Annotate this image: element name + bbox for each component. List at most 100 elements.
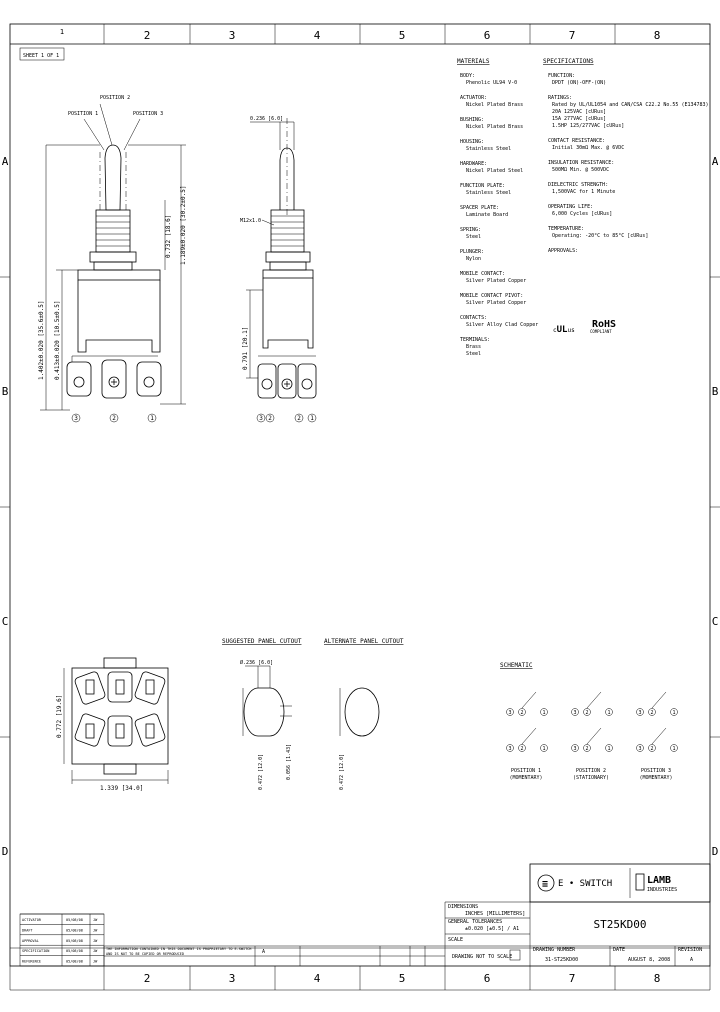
drawing-number: 31-ST25KD00 <box>545 957 578 963</box>
schematic-terminal <box>540 744 548 752</box>
suggested-cutout-heading: SUGGESTED PANEL CUTOUT <box>222 638 302 645</box>
material-label: BUSHING: <box>460 117 484 123</box>
svg-text:E • SWITCH: E • SWITCH <box>558 879 612 889</box>
schematic-terminal-number: 2 <box>520 746 523 752</box>
svg-text:6: 6 <box>484 972 491 985</box>
spec-label: DIELECTRIC STRENGTH: <box>548 182 608 188</box>
material-value: Nickel Plated Brass <box>466 124 523 130</box>
spec-label: TEMPERATURE: <box>548 226 584 232</box>
svg-text:B: B <box>2 385 9 398</box>
material-label: SPACER PLATE: <box>460 205 499 211</box>
svg-text:GENERAL TOLERANCES: GENERAL TOLERANCES <box>448 919 502 925</box>
sign-date: 05/08/08 <box>66 939 83 943</box>
actuator-dia: 0.236 [6.0] <box>250 116 283 122</box>
dim-body-height: 0.413±0.020 [10.5±0.5] <box>54 301 61 380</box>
terminal-number: 1 <box>150 415 154 422</box>
spec-value: 20A 125VAC [cURus] <box>552 109 606 115</box>
schematic-lever <box>651 691 667 709</box>
schematic-terminal-number: 3 <box>573 746 576 752</box>
material-label: ACTUATOR: <box>460 95 487 101</box>
sign-date: 05/08/08 <box>66 928 83 932</box>
schematic-terminal <box>571 744 579 752</box>
schematic-terminal <box>506 744 514 752</box>
sign-initials: JW <box>93 949 98 953</box>
schematic-terminal-number: 3 <box>638 746 641 752</box>
schematic-terminal-number: 3 <box>508 710 511 716</box>
proprietary-notice: THE INFORMATION CONTAINED IN THIS DOCUME… <box>106 947 252 956</box>
schematic-position-label: POSITION 1(MOMENTARY) <box>509 768 542 781</box>
material-label: HOUSING: <box>460 139 484 145</box>
material-value: Silver Alloy Clad Copper <box>466 322 538 328</box>
material-value: Silver Plated Copper <box>466 278 526 284</box>
svg-text:4: 4 <box>314 972 321 985</box>
svg-text:DRAWING NUMBER: DRAWING NUMBER <box>533 947 576 953</box>
schematic-terminal-number: 1 <box>607 710 610 716</box>
col-label: 7 <box>569 29 576 42</box>
side-view: POSITION 2 POSITION 1 POSITION 3 <box>38 95 187 423</box>
sign-date: 05/08/08 <box>66 949 83 953</box>
sign-initials: JW <box>93 928 98 932</box>
sign-role: DRAFT <box>22 928 33 932</box>
sign-role: SPECIFICATION <box>22 949 49 953</box>
spec-value: 6,000 Cycles [cURus] <box>552 211 612 217</box>
svg-text:A: A <box>2 155 9 168</box>
dim-bushing-height: 1.189±0.020 [30.2±0.5] <box>180 186 187 265</box>
schematic-terminal-number: 1 <box>542 710 545 716</box>
schematic-terminal-number: 1 <box>672 710 675 716</box>
schematic-position-label: POSITION 2(STATIONARY) <box>573 768 609 781</box>
svg-text:±0.020 [±0.5] / A1: ±0.020 [±0.5] / A1 <box>465 926 519 932</box>
schematic-terminal-number: 2 <box>585 746 588 752</box>
svg-text:2: 2 <box>144 972 151 985</box>
position-1-label: POSITION 1 <box>68 111 98 117</box>
ul-mark: cULus <box>553 325 575 335</box>
sign-initials: JW <box>93 939 98 943</box>
schematic-terminal-number: 2 <box>650 710 653 716</box>
schematic-terminal <box>648 744 656 752</box>
material-label: CONTACTS: <box>460 315 487 321</box>
svg-text:C: C <box>712 615 719 628</box>
col-label: 6 <box>484 29 491 42</box>
schematic-terminal-number: 3 <box>573 710 576 716</box>
schematic-terminal-number: 3 <box>638 710 641 716</box>
schematic-terminal <box>571 708 579 716</box>
spec-label: APPROVALS: <box>548 248 578 254</box>
rohs-compliant: COMPLIANT <box>590 329 612 334</box>
material-value: Nickel Plated Steel <box>466 168 523 174</box>
svg-text:1: 1 <box>310 415 314 422</box>
schematic-terminal <box>605 708 613 716</box>
position-3-label: POSITION 3 <box>133 111 163 117</box>
svg-text:≡: ≡ <box>542 879 548 890</box>
material-label: HARDWARE: <box>460 161 487 167</box>
dim-body-height-front: 0.791 [20.1] <box>242 327 249 370</box>
svg-text:DIMENSIONS: DIMENSIONS <box>448 904 478 910</box>
material-label: MOBILE CONTACT: <box>460 271 505 277</box>
bottom-view: 1.339 [34.0] 0.772 [19.6] <box>56 657 169 792</box>
material-label: BODY: <box>460 73 475 79</box>
revision: A <box>690 957 693 963</box>
alternate-cutout-heading: ALTERNATE PANEL CUTOUT <box>324 638 404 645</box>
schematic-lever <box>651 727 667 745</box>
material-value: Steel <box>466 351 481 357</box>
material-label: PLUNGER: <box>460 249 484 255</box>
schematic-terminal-number: 2 <box>585 710 588 716</box>
schematic-terminal <box>670 744 678 752</box>
svg-text:C: C <box>2 615 9 628</box>
dim-lever-length: 0.732 [18.6] <box>165 215 172 258</box>
spec-label: FUNCTION: <box>548 73 575 79</box>
terminal-number: 3 <box>74 415 78 422</box>
sheet-number: SHEET 1 OF 1 <box>23 53 59 59</box>
svg-text:DATE: DATE <box>613 947 625 953</box>
spec-value: 1.5HP 125/277VAC [cURus] <box>552 123 624 129</box>
cutout-diameter: Ø.236 [6.0] <box>240 659 273 666</box>
materials-heading: MATERIALS <box>457 58 490 65</box>
col-label: 5 <box>399 29 406 42</box>
col-label: 2 <box>144 29 151 42</box>
schematic-terminal-number: 2 <box>520 710 523 716</box>
svg-text:INDUSTRIES: INDUSTRIES <box>647 887 677 893</box>
material-value: Steel <box>466 234 481 240</box>
spec-label: RATINGS: <box>548 95 572 101</box>
svg-text:5: 5 <box>399 972 406 985</box>
svg-text:D: D <box>712 845 719 858</box>
svg-text:DRAWING NOT TO SCALE: DRAWING NOT TO SCALE <box>452 954 512 960</box>
